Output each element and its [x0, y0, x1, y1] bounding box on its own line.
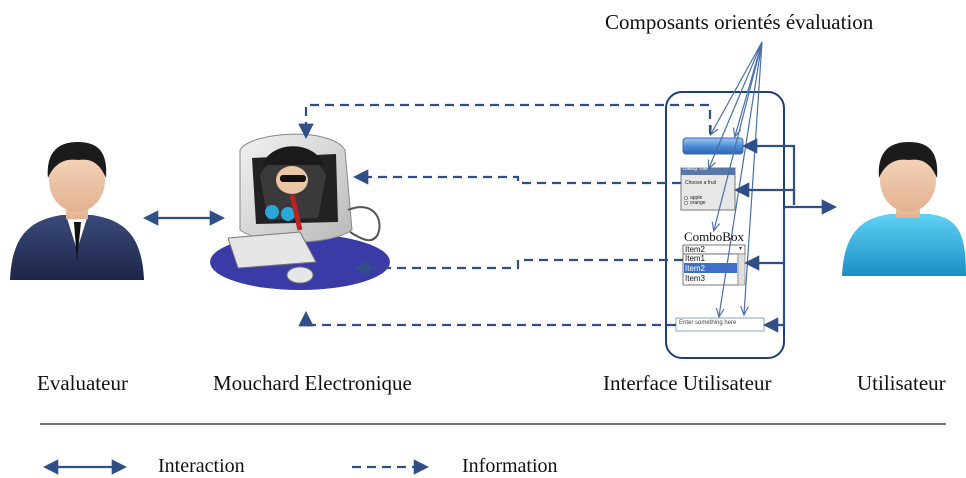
evaluateur-label: Evaluateur — [37, 371, 128, 395]
combobox-item-3[interactable]: Item3 — [685, 274, 706, 283]
textfield-placeholder: Enter something here — [679, 320, 737, 326]
dialog-title-text: Dialog Title — [683, 166, 708, 172]
legend-interaction-label: Interaction — [158, 455, 245, 477]
combobox-widget[interactable] — [682, 244, 746, 286]
dialog-prompt-text: Choose a fruit — [685, 180, 717, 186]
utilisateur-interface-interaction-arrows — [733, 138, 838, 333]
combobox-selected-value[interactable]: Item2 — [685, 245, 706, 254]
dialog-option-2[interactable]: orange — [690, 200, 706, 206]
combobox-item-2[interactable]: Item2 — [685, 264, 706, 273]
mouchard-label: Mouchard Electronique — [213, 371, 412, 395]
mouchard-computer-icon — [210, 133, 390, 290]
dialog-option-1[interactable]: apple — [690, 195, 703, 201]
utilisateur-label: Utilisateur — [857, 371, 946, 395]
combobox-label: ComboBox — [684, 229, 744, 244]
evaluateur-person-icon — [10, 142, 144, 280]
components-title: Composants orientés évaluation — [605, 10, 874, 34]
utilisateur-person-icon — [842, 142, 966, 276]
information-arrows — [298, 103, 712, 327]
combobox-dropdown-arrow-icon[interactable]: ▾ — [739, 246, 743, 252]
combobox-item-1[interactable]: Item1 — [685, 254, 706, 263]
interface-label: Interface Utilisateur — [603, 371, 772, 395]
legend-information-label: Information — [462, 455, 558, 477]
